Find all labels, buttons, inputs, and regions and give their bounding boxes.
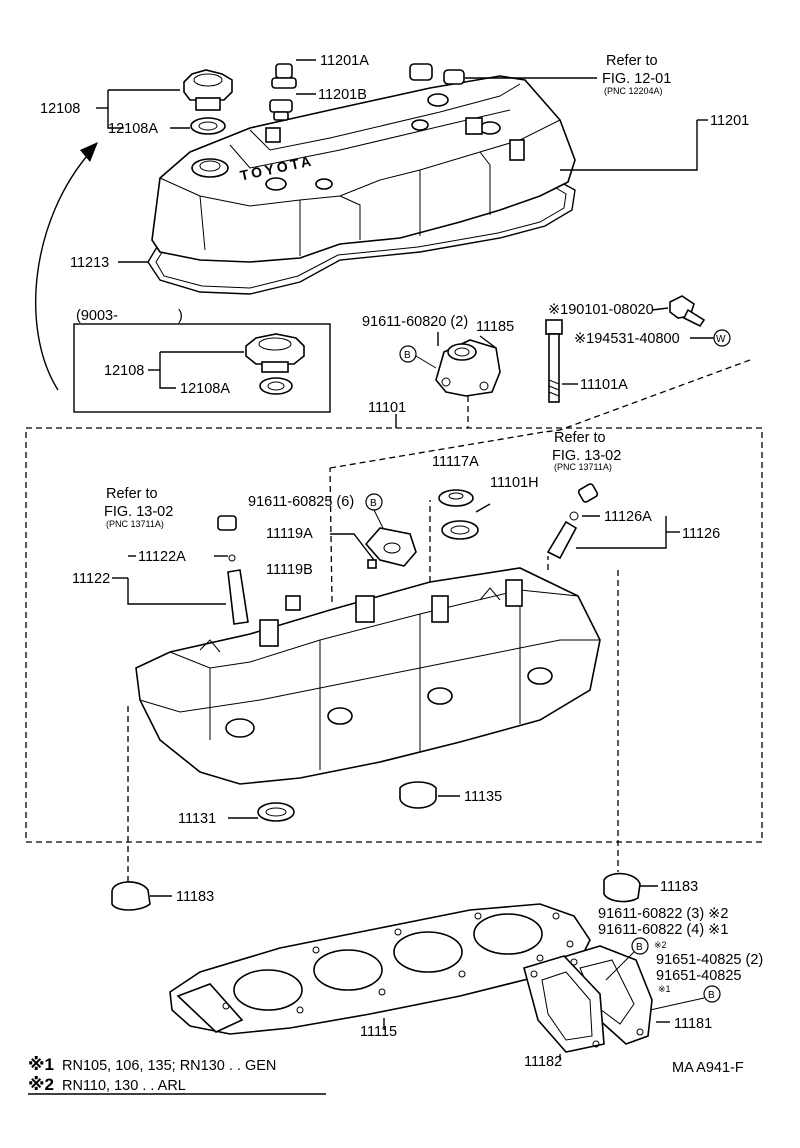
label-refer-pnc: (PNC 12204A) <box>604 86 663 96</box>
label-11119b: 11119B <box>266 562 313 578</box>
plug-11135 <box>399 781 437 809</box>
manifold-gasket-11182 <box>523 955 605 1053</box>
label-11201b: 11201B <box>318 87 367 103</box>
label-9003: (9003- <box>76 308 118 324</box>
label-91611-60820: 91611-60820 (2) <box>362 314 468 330</box>
label-11117a: 11117A <box>432 454 479 470</box>
plug-right <box>577 483 599 503</box>
label-11181: 11181 <box>674 1016 712 1032</box>
label-refer-fig: FIG. 13-02 <box>104 504 173 520</box>
camshaft-bearing-cap <box>364 527 417 567</box>
label-11126a: 11126A <box>604 509 652 525</box>
label-mark1: ※1 <box>658 984 671 994</box>
label-refer-to: Refer to <box>106 486 158 502</box>
label-11135: 11135 <box>464 789 502 805</box>
washer-marker-icon: W <box>716 334 726 345</box>
oil-filler-cap-alt <box>245 333 305 395</box>
label-12108: 12108 <box>40 101 80 117</box>
cylinder-head <box>135 567 601 785</box>
label-91611-60822-4: 91611-60822 (4) ※1 <box>598 922 728 938</box>
label-11122a: 11122A <box>138 549 186 565</box>
bolt-marker-icon: B <box>404 350 411 361</box>
footnotes: ※1 RN105, 106, 135; RN130 . . GEN ※2 RN1… <box>28 1055 276 1094</box>
label-11183-right: 11183 <box>660 879 698 895</box>
label-91611-60822-3: 91611-60822 (3) ※2 <box>598 906 728 922</box>
label-91611-60825: 91611-60825 (6) <box>248 494 354 510</box>
bolt-marker-icon: B <box>708 990 715 1001</box>
label-refer-fig: FIG. 12-01 <box>602 71 671 87</box>
grommet-11201a <box>271 63 297 89</box>
union-bolt <box>669 295 706 328</box>
label-11183-left: 11183 <box>176 889 214 905</box>
label-11122: 11122 <box>72 571 110 587</box>
footnote-2-mark: ※2 <box>28 1075 54 1094</box>
label-190101-08020: ※190101-08020 <box>548 302 654 318</box>
label-11182: 11182 <box>524 1054 562 1070</box>
label-refer-to: Refer to <box>554 430 606 446</box>
plug-left <box>217 515 237 531</box>
label-12108a-alt: 12108A <box>180 381 230 397</box>
footnote-1-mark: ※1 <box>28 1055 54 1074</box>
seal-11131 <box>257 802 295 822</box>
label-11126: 11126 <box>682 526 720 542</box>
label-11185: 11185 <box>476 319 514 335</box>
bolt-marker-icon: B <box>636 942 643 953</box>
footnote-1-text: RN105, 106, 135; RN130 . . GEN <box>62 1058 276 1074</box>
label-11201a: 11201A <box>320 53 369 69</box>
label-91651-40825-2: 91651-40825 (2) <box>656 952 763 968</box>
label-194531-40800: ※194531-40800 <box>574 331 680 347</box>
label-refer-to: Refer to <box>606 53 658 69</box>
diagram-code: MA A941-F <box>672 1060 744 1076</box>
label-mark2: ※2 <box>654 940 667 950</box>
tight-plug-left <box>111 881 151 911</box>
label-11115: 11115 <box>360 1024 397 1040</box>
label-refer-pnc: (PNC 13711A) <box>554 462 612 472</box>
tight-plug-right <box>603 872 641 903</box>
label-91651-40825: 91651-40825 <box>656 968 741 984</box>
label-11131: 11131 <box>178 811 216 827</box>
cylinder-head-cover: TOYOTA <box>151 75 576 263</box>
oil-filler-cap <box>183 69 233 135</box>
bolt-marker-icon: B <box>370 498 377 509</box>
label-12108-alt: 12108 <box>104 363 144 379</box>
label-11101: 11101 <box>368 400 406 416</box>
label-11119a: 11119A <box>266 526 313 542</box>
label-refer-fig: FIG. 13-02 <box>552 448 621 464</box>
label-refer-pnc: (PNC 13711A) <box>106 519 164 529</box>
label-12108a: 12108A <box>108 121 158 137</box>
head-bolt-11101a <box>545 319 563 403</box>
valve-stem-seal <box>438 489 479 540</box>
option-box-9003 <box>73 323 331 413</box>
label-11201: 11201 <box>710 113 749 129</box>
part-labels: 11201A 11201B 12108 12108A Refer to FIG.… <box>40 53 763 1076</box>
water-outlet-11185 <box>435 339 501 397</box>
label-11101a: 11101A <box>580 377 628 393</box>
grommet-11201b <box>269 99 293 121</box>
cover-grommets <box>409 63 465 85</box>
label-9003-close: ) <box>178 308 183 324</box>
footnote-2-text: RN110, 130 . . ARL <box>62 1078 186 1094</box>
label-11213: 11213 <box>70 255 109 271</box>
cylinder-head-assembly-box <box>25 427 763 843</box>
label-11101h: 11101H <box>490 475 539 491</box>
